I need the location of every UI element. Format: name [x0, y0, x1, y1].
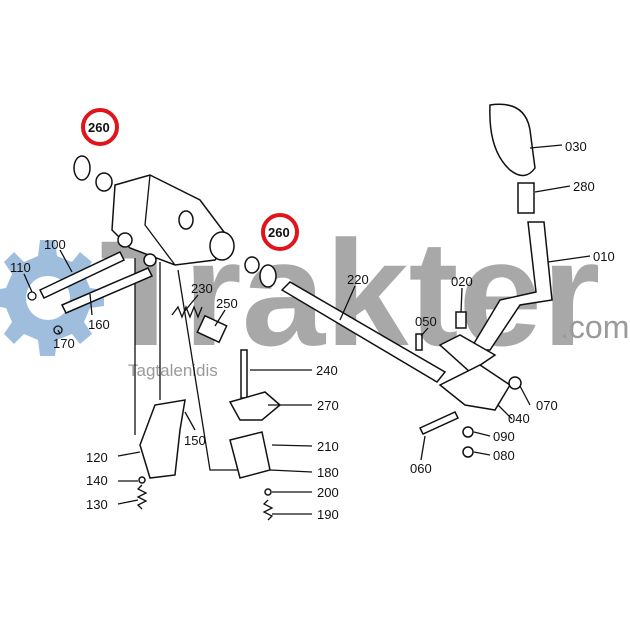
shift-housing: [111, 174, 240, 471]
part-label-210: 210: [317, 439, 339, 454]
knob-030: [489, 103, 536, 177]
pin-050: [415, 333, 423, 351]
watermark-suffix: .com: [560, 309, 629, 345]
shift-shaft-220: [280, 281, 447, 383]
part-label-060: 060: [410, 461, 432, 476]
part-label-160: 160: [88, 317, 110, 332]
spring-190: [262, 499, 274, 521]
highlight-circle-260-top: [81, 108, 119, 146]
part-label-070: 070: [536, 398, 558, 413]
spring-130: [136, 484, 148, 510]
arm-270: [228, 391, 282, 421]
part-label-100: 100: [44, 237, 66, 252]
part-label-260: 260: [268, 225, 290, 240]
part-label-270: 270: [317, 398, 339, 413]
nut-080: [462, 446, 474, 458]
spring-230: [171, 305, 203, 319]
shaft-160: [60, 267, 154, 314]
part-label-240: 240: [316, 363, 338, 378]
part-label-010: 010: [593, 249, 615, 264]
grip-280: [517, 182, 535, 214]
part-label-040: 040: [508, 411, 530, 426]
shaft-100: [38, 251, 126, 299]
part-label-200: 200: [317, 485, 339, 500]
bolt-060: [418, 411, 460, 435]
collar-250: [196, 314, 228, 344]
part-label-170: 170: [53, 336, 75, 351]
bush-part: [244, 256, 260, 274]
part-label-030: 030: [565, 139, 587, 154]
part-label-150: 150: [184, 433, 206, 448]
part-label-190: 190: [317, 507, 339, 522]
part-label-130: 130: [86, 497, 108, 512]
washer-090: [462, 426, 474, 438]
pin-240: [240, 349, 248, 399]
part-label-050: 050: [415, 314, 437, 329]
oil-seal-part: [259, 264, 277, 288]
part-label-180: 180: [317, 465, 339, 480]
part-label-120: 120: [86, 450, 108, 465]
watermark-credit: Tagtalenidis: [128, 361, 218, 380]
part-label-220: 220: [347, 272, 369, 287]
bush-part: [95, 172, 113, 192]
highlight-circle-260-middle: [261, 213, 299, 251]
part-label-020: 020: [451, 274, 473, 289]
nut-070: [508, 376, 522, 390]
part-label-230: 230: [191, 281, 213, 296]
part-label-090: 090: [493, 429, 515, 444]
fork-120: [139, 399, 186, 479]
part-label-110: 110: [10, 260, 31, 275]
bracket-040: [438, 364, 512, 411]
fork-180: [229, 431, 271, 479]
part-label-250: 250: [216, 296, 238, 311]
lever-010: [468, 221, 553, 351]
part-label-140: 140: [86, 473, 108, 488]
part-label-280: 280: [573, 179, 595, 194]
part-label-080: 080: [493, 448, 515, 463]
oil-seal-part: [73, 155, 91, 181]
bolt-020: [455, 311, 467, 329]
part-label-260: 260: [88, 120, 110, 135]
